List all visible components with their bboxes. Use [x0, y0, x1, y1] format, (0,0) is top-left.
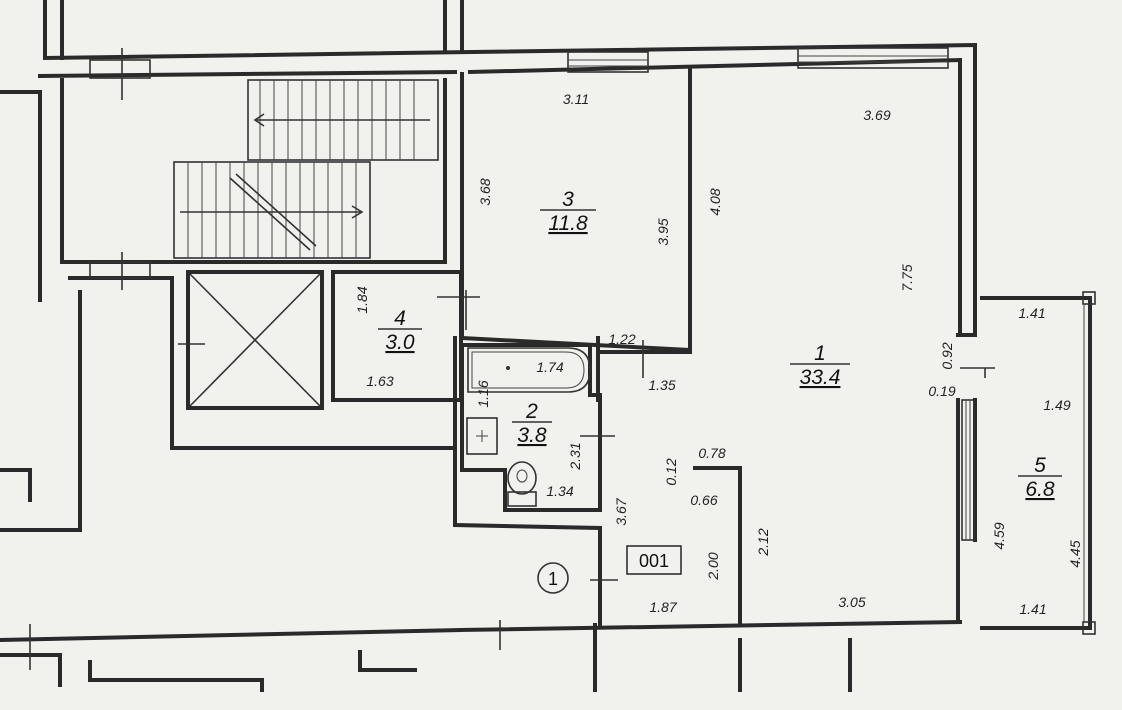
windows	[89, 47, 1096, 635]
room-label-1: 1 33.4	[790, 342, 850, 389]
room-area: 33.4	[800, 366, 841, 389]
room-number: 2	[525, 400, 538, 423]
drain-icon	[506, 366, 510, 370]
dim-r3-top: 3.11	[563, 91, 589, 107]
room-label-3: 3 11.8	[540, 188, 596, 235]
dim-balcony-mid: 1.49	[1043, 397, 1070, 413]
room-area: 3.8	[517, 424, 547, 447]
dim-balcony-top: 1.41	[1018, 305, 1045, 321]
dim-r1-top: 3.69	[863, 107, 890, 123]
outer-walls	[0, 0, 1092, 692]
dim-r3-right: 3.95	[655, 218, 671, 245]
room-label-4: 4 3.0	[378, 307, 422, 354]
dim-wc-bottom: 1.34	[546, 483, 573, 499]
room-number: 5	[1034, 454, 1046, 477]
dim-r4-bottom: 1.63	[366, 373, 393, 389]
dim-corridor-top: 1.22	[608, 331, 635, 347]
dim-r4-left: 1.84	[354, 286, 370, 313]
apartment-number: 001	[639, 551, 669, 571]
dim-closet-top: 0.78	[698, 445, 725, 461]
staircase	[173, 79, 439, 259]
wall-ticks	[29, 48, 995, 670]
dim-balcony-left: 4.59	[991, 522, 1007, 549]
toilet-icon	[507, 461, 537, 507]
room-label-2: 2 3.8	[512, 400, 552, 447]
room-area: 6.8	[1025, 478, 1055, 501]
dim-bath-length: 1.74	[536, 359, 563, 375]
dim-closet-width: 0.66	[690, 492, 717, 508]
dim-pier-a: 0.92	[939, 342, 955, 369]
dim-bath-width: 1.16	[475, 380, 491, 407]
dim-r1-right: 7.75	[899, 264, 915, 291]
room-area: 3.0	[385, 331, 415, 354]
dim-pier-b: 0.19	[928, 383, 955, 399]
bathroom-fixtures	[466, 347, 591, 507]
dim-r1-left: 4.08	[707, 188, 723, 215]
entrance-marker: 1	[537, 562, 569, 594]
dim-hall-left: 3.67	[613, 497, 629, 525]
room-number: 4	[394, 307, 406, 330]
dimensions: 3.11 3.68 3.95 3.69 4.08 7.75 3.05 1.84 …	[354, 91, 1083, 617]
sink-icon	[466, 417, 498, 455]
dim-closet-gap: 0.12	[663, 458, 679, 485]
room-area: 11.8	[548, 212, 588, 235]
dim-hall-mid: 2.00	[705, 552, 721, 580]
dim-corridor-right: 1.35	[648, 377, 675, 393]
dim-r1-bottom: 3.05	[838, 594, 865, 610]
dim-closet-height: 2.12	[755, 528, 771, 556]
room-label-5: 5 6.8	[1018, 454, 1062, 501]
room-number: 3	[562, 188, 574, 211]
dim-hall-bottom: 1.87	[649, 599, 677, 615]
room-number: 1	[814, 342, 826, 365]
dim-r2-right: 2.31	[567, 442, 583, 470]
elevator-shaft	[189, 273, 321, 407]
dim-balcony-right: 4.45	[1067, 540, 1083, 567]
dim-balcony-bottom: 1.41	[1019, 601, 1046, 617]
entrance-marker-number: 1	[548, 569, 558, 589]
dim-r3-left: 3.68	[477, 178, 493, 205]
apartment-label: 001	[626, 545, 682, 575]
